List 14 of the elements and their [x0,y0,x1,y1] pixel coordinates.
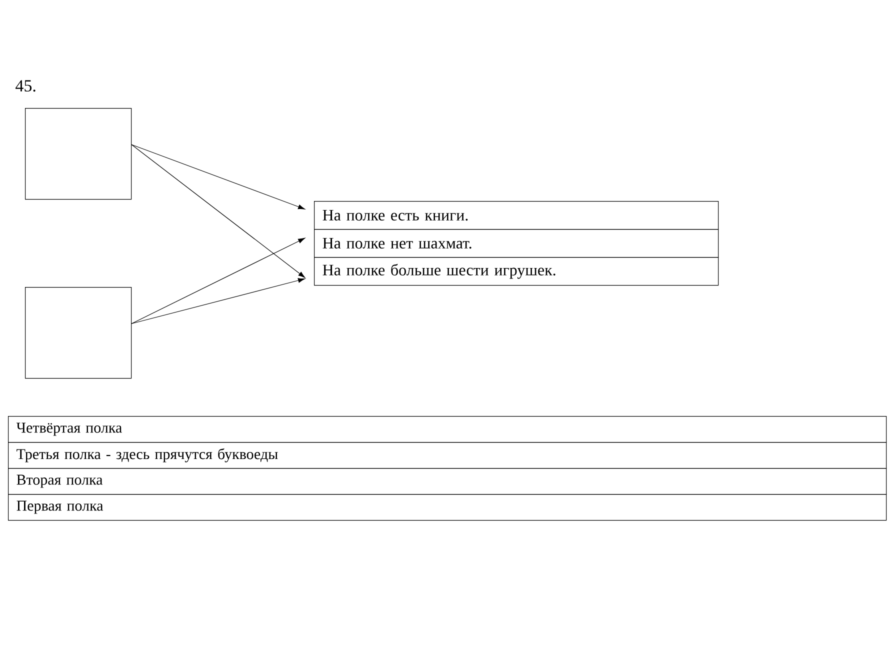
empty-box [25,287,132,379]
empty-box [25,108,132,200]
statement-row: На полке есть книги. [314,200,719,230]
arrow [131,238,305,324]
shelf-row: Вторая полка [8,468,887,495]
statement-row: На полке больше шести игрушек. [314,257,719,286]
shelf-row: Четвёртая полка [8,416,887,443]
arrow [131,144,306,278]
statement-row: На полке нет шахмат. [314,229,719,258]
task-number: 45. [16,80,36,92]
arrow [131,278,305,324]
arrow [131,144,305,210]
shelf-row: Третья полка - здесь прячутся буквоеды [8,442,887,469]
shelf-row: Первая полка [8,494,887,521]
